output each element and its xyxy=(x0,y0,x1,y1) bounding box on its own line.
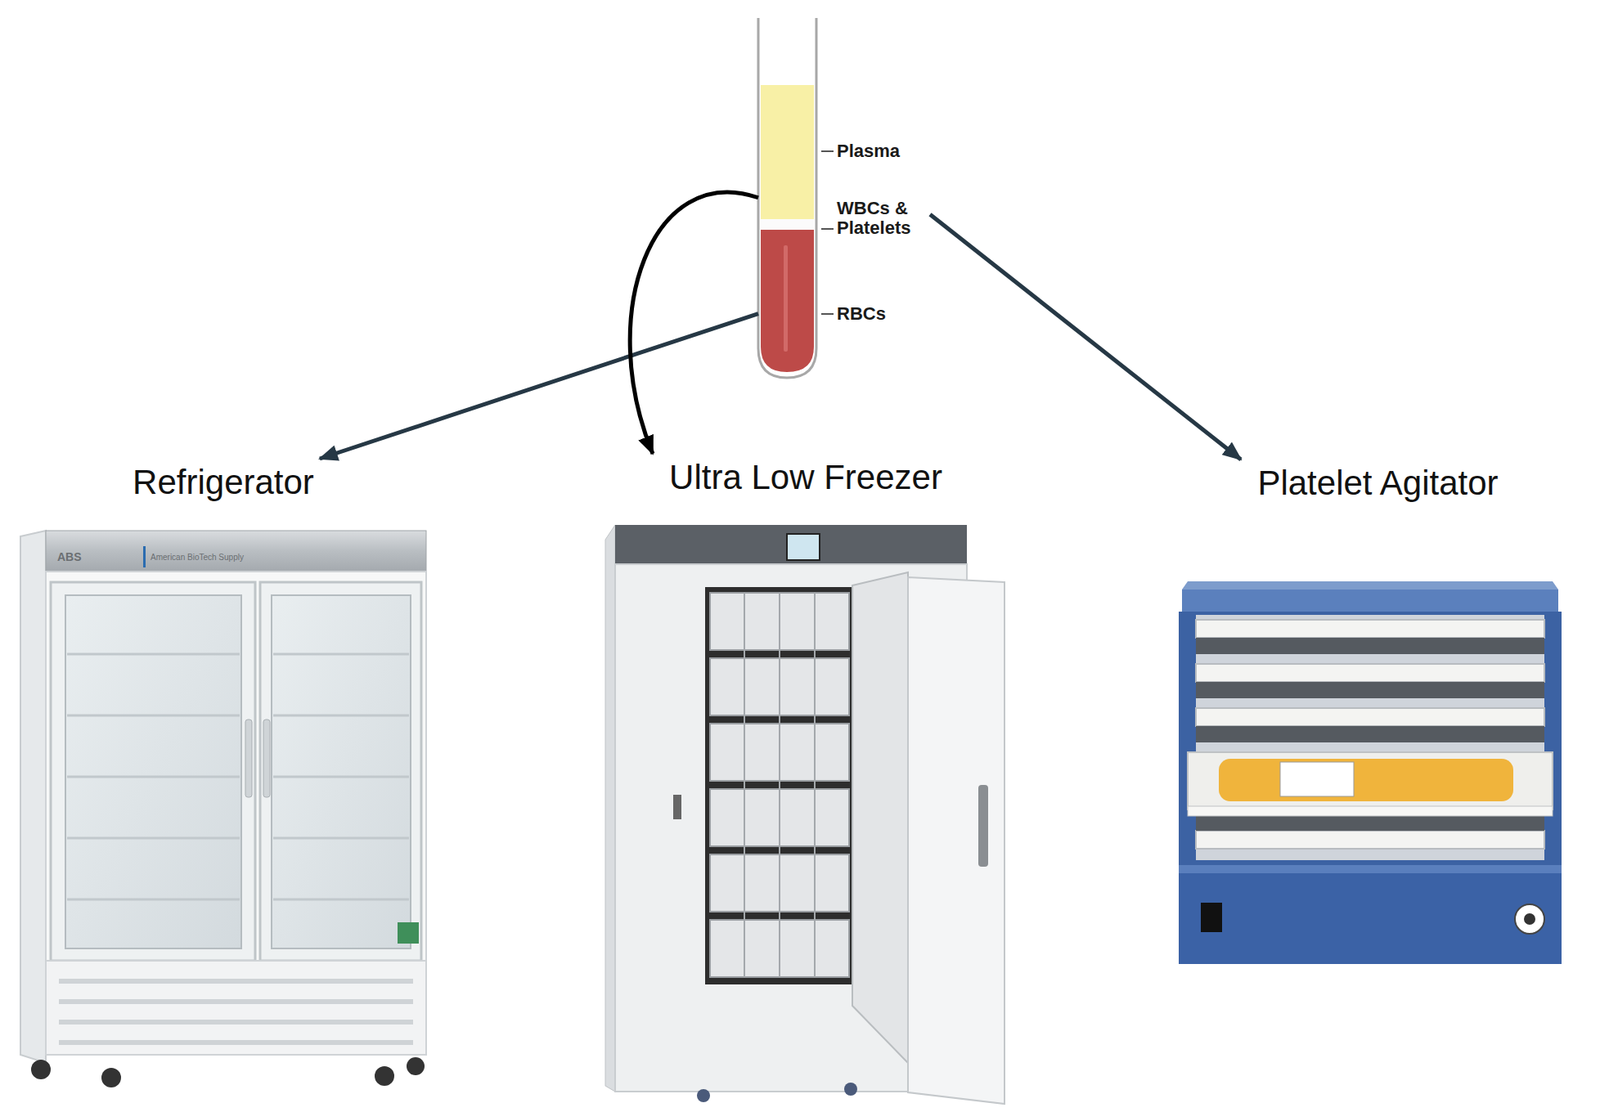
flow-arrow xyxy=(930,214,1241,460)
heading-text: Refrigerator xyxy=(132,462,315,504)
storage-heading: Platelet Agitator xyxy=(1240,459,1515,508)
blood-layer: RBCs xyxy=(758,229,895,373)
heading-text: Platelet Agitator xyxy=(1257,462,1498,504)
storage-heading: Refrigerator xyxy=(116,458,331,507)
flow-arrow xyxy=(319,314,759,459)
storage-heading: Ultra Low Freezer xyxy=(652,453,959,502)
layer-label: WBCs & Platelets xyxy=(836,198,922,239)
freezer-picture xyxy=(605,525,1005,1105)
heading-text: Ultra Low Freezer xyxy=(669,457,943,499)
brand-text: ABS xyxy=(57,550,82,564)
layer-label: Plasma xyxy=(836,141,900,162)
blood-layer: WBCs & Platelets xyxy=(758,198,931,237)
brand-text: American BioTech Supply xyxy=(150,552,244,562)
flow-arrow xyxy=(629,192,759,454)
test-tube xyxy=(758,17,834,378)
layer-label: RBCs xyxy=(836,304,886,324)
agitator-picture xyxy=(1178,581,1562,965)
refrigerator-picture xyxy=(20,530,427,1088)
